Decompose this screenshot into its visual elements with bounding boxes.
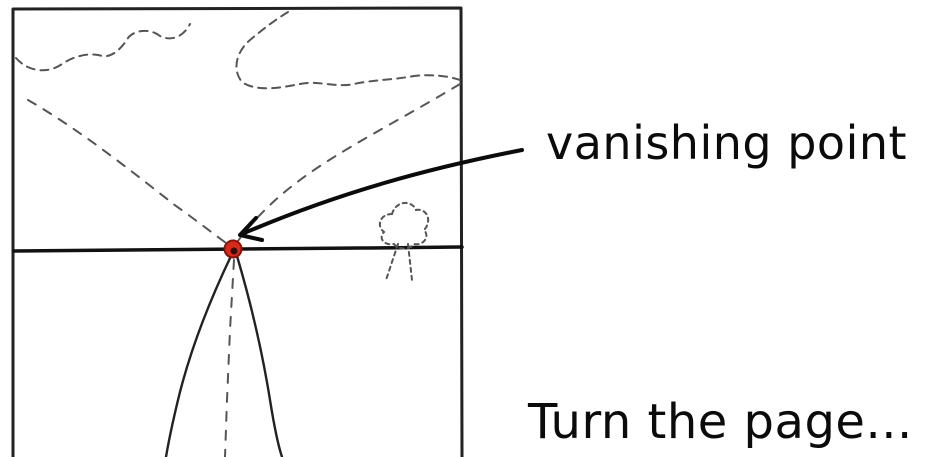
cloud-left-outline (15, 23, 191, 72)
pointer-arrow-shaft (240, 148, 524, 236)
cloud-right-outline (235, 11, 461, 90)
vanishing-point-core (230, 247, 238, 255)
road-edge-left (164, 254, 233, 457)
turn-page-caption[interactable]: Turn the page... (528, 394, 913, 450)
guide-line-right (232, 83, 461, 249)
horizon-line (12, 245, 464, 253)
road-edge-right (235, 254, 284, 457)
vanishing-point-label: vanishing point (546, 116, 908, 170)
tree-icon (378, 202, 430, 281)
guide-line-center (224, 259, 235, 457)
guide-line-left (27, 99, 234, 249)
sketch-frame (11, 6, 464, 457)
pointer-arrowhead (238, 216, 264, 242)
